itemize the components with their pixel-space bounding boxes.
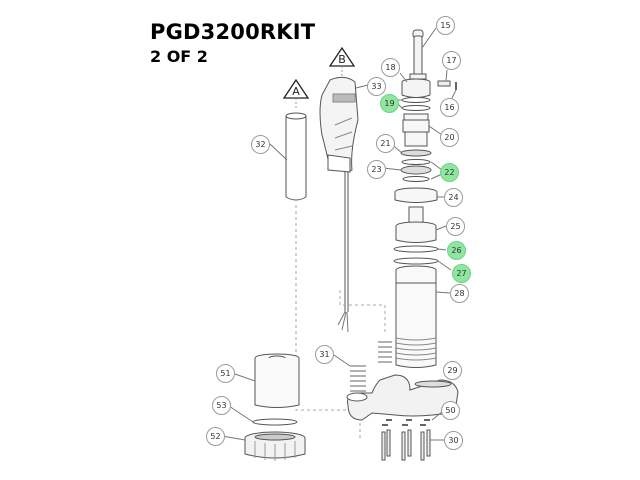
tube-part	[285, 112, 307, 201]
page-title: PGD3200RKIT	[150, 20, 316, 44]
nut-part	[244, 431, 306, 461]
callout-16[interactable]: 16	[440, 98, 459, 117]
marker-b-label: B	[338, 53, 346, 66]
filter-housing-part	[254, 353, 300, 408]
bolts-part	[381, 429, 431, 461]
callout-29[interactable]: 29	[443, 361, 462, 380]
callout-20[interactable]: 20	[440, 128, 459, 147]
callout-24[interactable]: 24	[444, 188, 463, 207]
cylinder-part	[395, 265, 437, 368]
callout-33[interactable]: 33	[367, 77, 386, 96]
callout-23[interactable]: 23	[367, 160, 386, 179]
callout-21[interactable]: 21	[376, 134, 395, 153]
pin-sleeve-part	[437, 80, 451, 87]
piston-part	[395, 206, 437, 243]
handle-part	[319, 76, 359, 173]
base-part	[346, 374, 459, 421]
callout-15[interactable]: 15	[436, 16, 455, 35]
cord-part	[337, 172, 349, 333]
callout-27[interactable]: 27	[452, 264, 471, 283]
gasket-part	[252, 418, 298, 426]
callout-50[interactable]: 50	[441, 401, 460, 420]
callout-19[interactable]: 19	[380, 94, 399, 113]
marker-a-label: A	[292, 85, 300, 98]
callout-22[interactable]: 22	[440, 163, 459, 182]
callout-30[interactable]: 30	[444, 431, 463, 450]
callout-52[interactable]: 52	[206, 427, 225, 446]
page-subtitle: 2 OF 2	[150, 47, 208, 66]
callout-53[interactable]: 53	[212, 396, 231, 415]
callout-25[interactable]: 25	[446, 217, 465, 236]
callout-28[interactable]: 28	[450, 284, 469, 303]
callout-26[interactable]: 26	[447, 241, 466, 260]
callout-51[interactable]: 51	[216, 364, 235, 383]
stem-part	[409, 29, 427, 80]
callout-18[interactable]: 18	[381, 58, 400, 77]
callout-17[interactable]: 17	[442, 51, 461, 70]
valve-body-part	[402, 113, 430, 147]
callout-31[interactable]: 31	[315, 345, 334, 364]
washers-part	[382, 419, 430, 426]
callout-32[interactable]: 32	[251, 135, 270, 154]
ring-part	[394, 187, 438, 203]
spring-part	[350, 341, 392, 392]
